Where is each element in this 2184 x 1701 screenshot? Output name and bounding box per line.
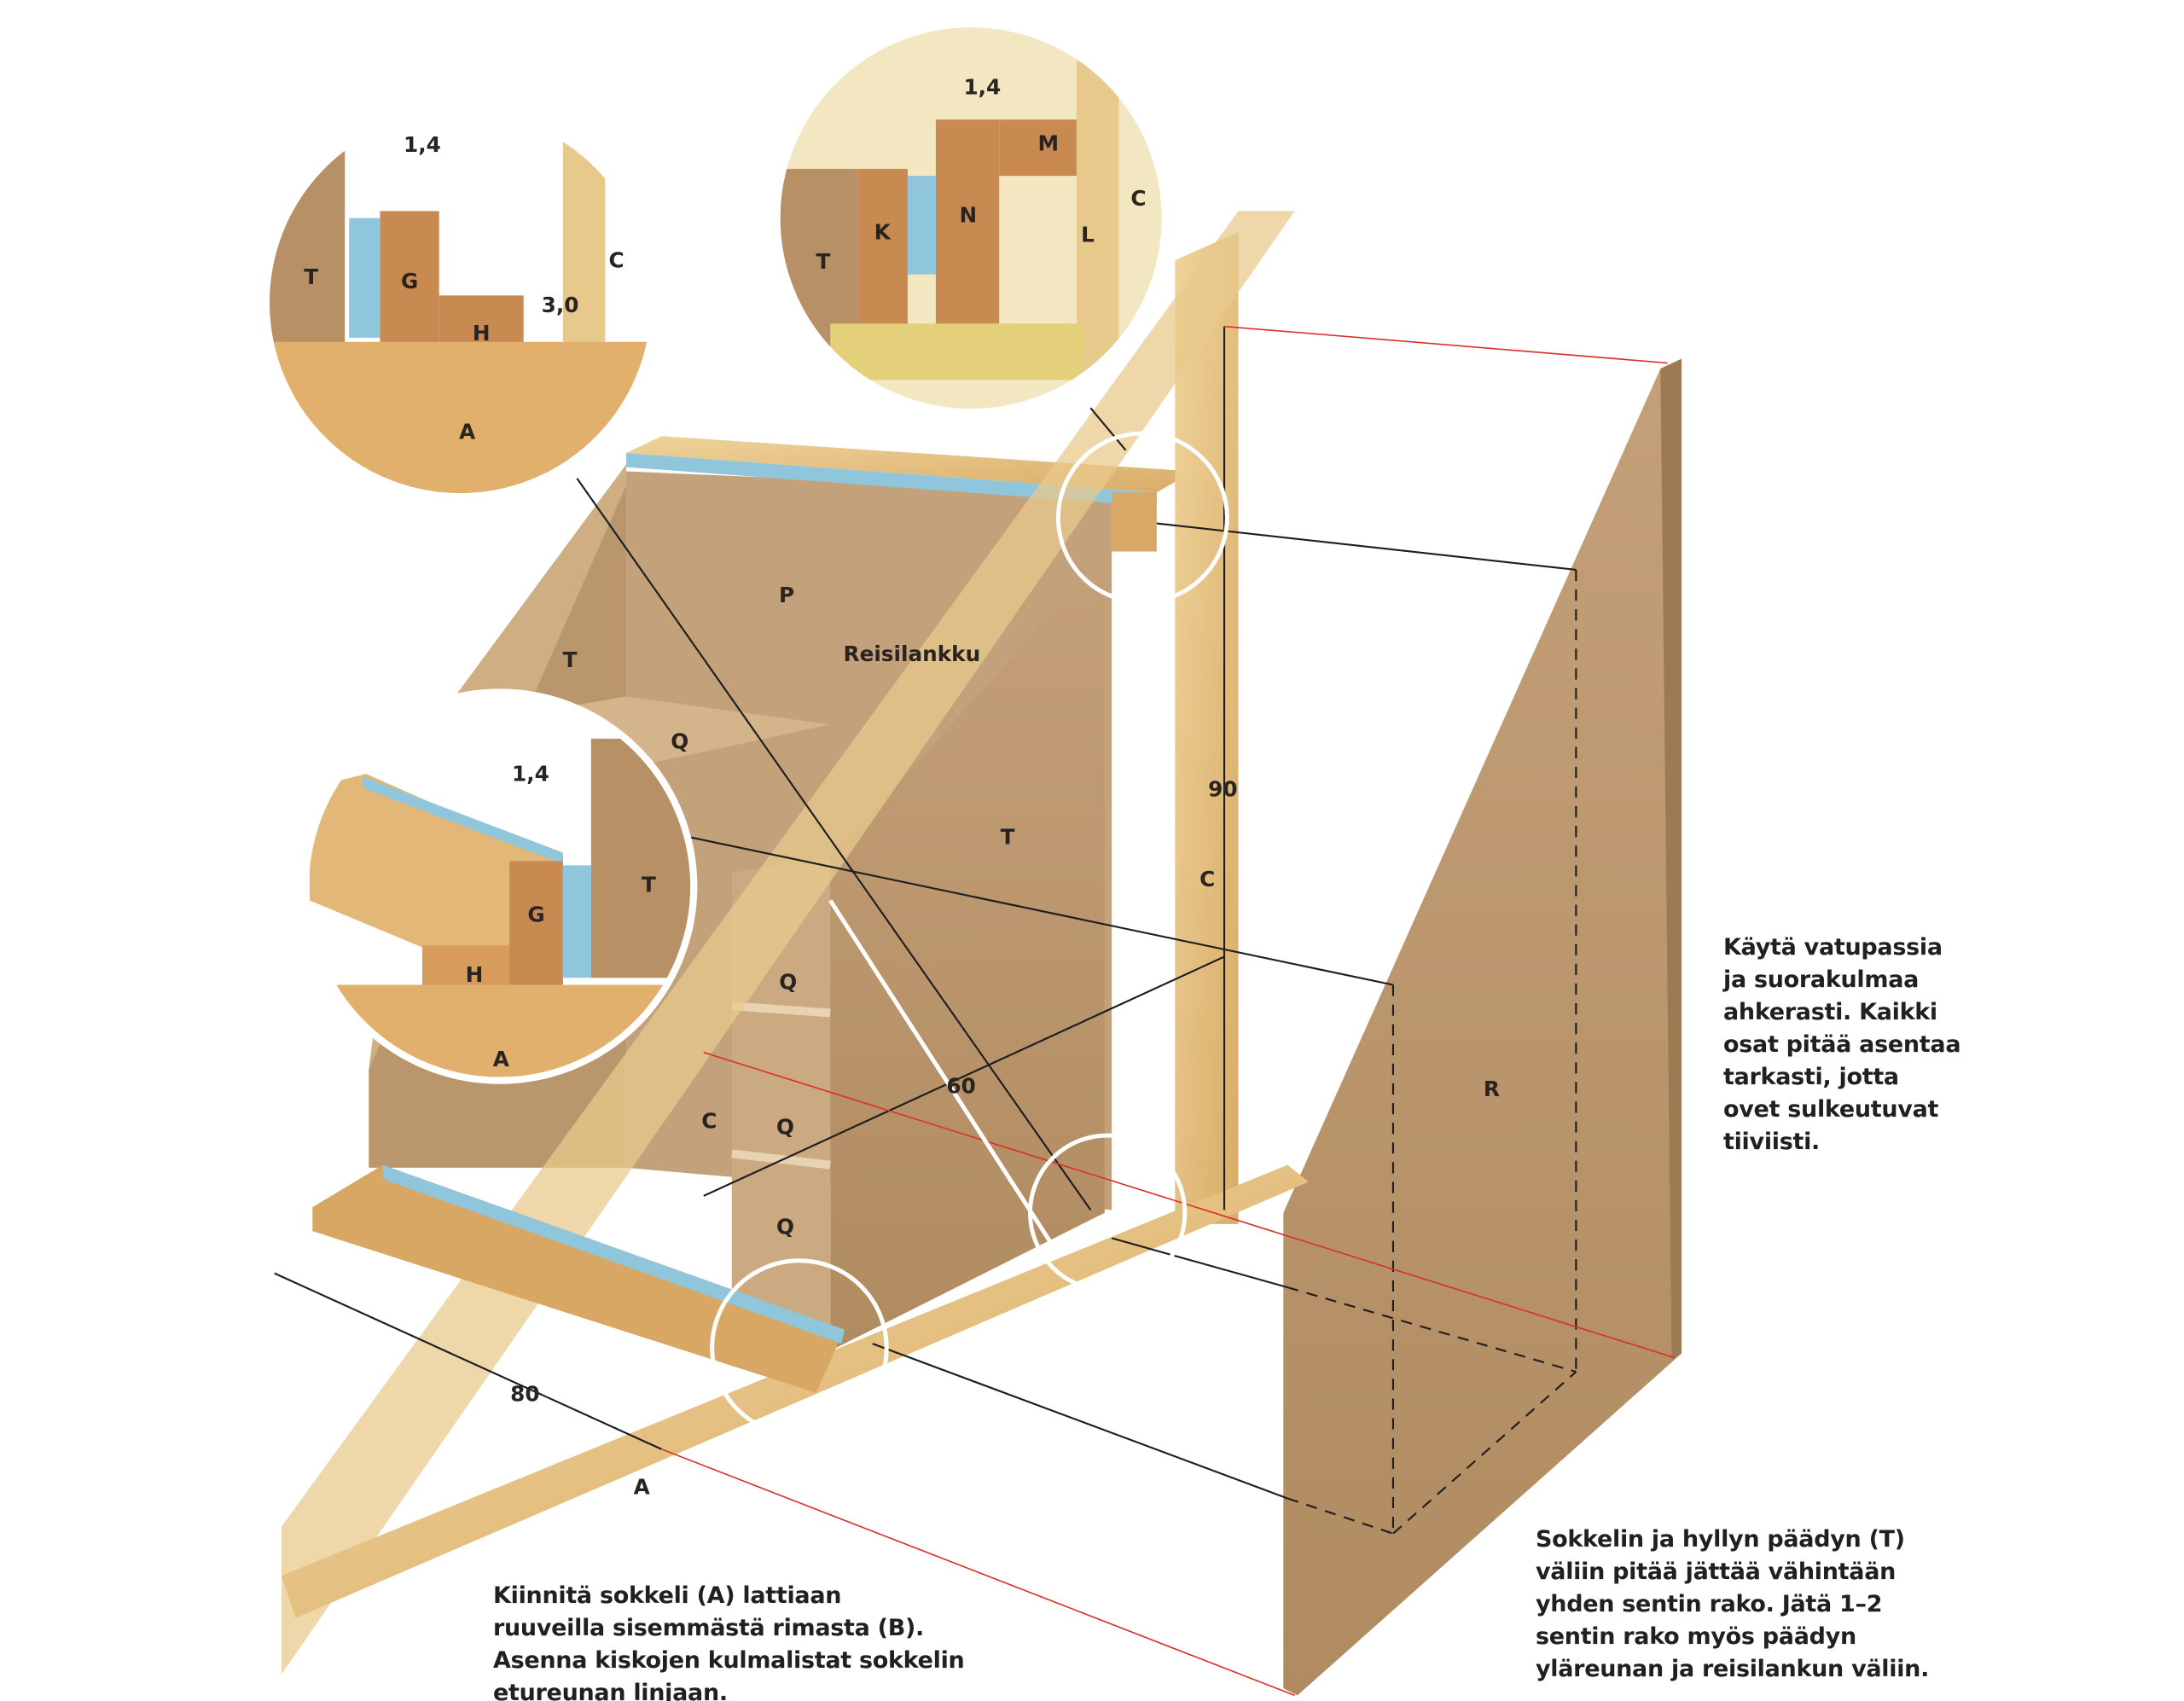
label-dim-90: 90 (1208, 777, 1237, 802)
note-line: yläreunan ja reisilankun väliin. (1536, 1656, 1930, 1682)
svg-text:T: T (816, 249, 831, 274)
label-q: Q (776, 1114, 794, 1139)
svg-text:1,4: 1,4 (963, 75, 1001, 100)
detail-markers (710, 431, 1229, 1437)
label-a: A (634, 1475, 651, 1500)
note-line: sentin rako myös päädyn (1536, 1623, 1856, 1650)
note-line: Kiinnitä sokkeli (A) lattiaan (493, 1582, 842, 1609)
note-line: ahkerasti. Kaikki (1723, 999, 1937, 1025)
note-line: ruuveilla sisemmästä rimasta (B). (493, 1615, 924, 1641)
post-c (1175, 232, 1239, 1224)
label-q: Q (779, 969, 797, 994)
label-c-post: C (1199, 867, 1215, 891)
label-t: T (1001, 825, 1015, 850)
note-line: väliin pitää jättää vähintään (1536, 1559, 1896, 1585)
svg-text:C: C (608, 247, 624, 272)
note-line: Käytä vatupassia (1723, 934, 1943, 961)
note-line: osat pitää asentaa (1723, 1031, 1961, 1058)
svg-text:A: A (493, 1047, 510, 1071)
svg-text:C: C (1130, 186, 1146, 211)
note-line: tarkasti, jotta (1723, 1064, 1899, 1090)
label-dim-60: 60 (946, 1074, 975, 1099)
note-line: Asenna kiskojen kulmalistat sokkelin (493, 1647, 965, 1674)
note-line: ovet sulkeutuvat (1723, 1096, 1939, 1123)
note-bottom-left: Kiinnitä sokkeli (A) lattiaan ruuveilla … (493, 1580, 965, 1701)
plinth-a (282, 1164, 1309, 1618)
note-right: Käytä vatupassia ja suorakulmaa ahkerast… (1723, 932, 1961, 1158)
note-line: ja suorakulmaa (1723, 967, 1920, 993)
svg-text:1,4: 1,4 (404, 132, 441, 157)
label-dim-80: 80 (510, 1382, 539, 1407)
note-line: Sokkelin ja hyllyn päädyn (T) (1536, 1526, 1905, 1553)
label-q: Q (776, 1214, 794, 1239)
label-c-front: C (701, 1109, 717, 1134)
note-bottom-right: Sokkelin ja hyllyn päädyn (T) väliin pit… (1536, 1524, 1929, 1686)
svg-text:1,4: 1,4 (512, 761, 549, 786)
svg-text:A: A (459, 420, 476, 444)
svg-text:K: K (874, 219, 892, 244)
label-reisilankku: Reisilankku (844, 642, 981, 666)
svg-text:H: H (466, 962, 484, 987)
label-t-left: T (563, 647, 578, 672)
svg-text:L: L (1081, 223, 1095, 247)
svg-text:3,0: 3,0 (542, 293, 579, 317)
svg-text:G: G (527, 902, 544, 926)
detail-top-left: 1,4 T G H 3,0 C A (262, 104, 659, 501)
note-line: tiiviisti. (1723, 1129, 1821, 1155)
reisilankku-board (282, 211, 1295, 1675)
detail-top-right: 1,4 M C N K L T (773, 20, 1169, 416)
svg-text:T: T (304, 264, 318, 289)
note-line: etureunan linjaan. (493, 1680, 728, 1701)
svg-text:T: T (642, 873, 656, 897)
svg-text:N: N (960, 203, 978, 228)
label-p: P (779, 583, 794, 607)
note-line: yhden sentin rako. Jätä 1–2 (1536, 1591, 1883, 1617)
svg-text:H: H (473, 321, 491, 345)
label-q: Q (671, 729, 688, 753)
red-guide-lines (661, 325, 1676, 1697)
svg-text:G: G (401, 269, 418, 293)
label-r: R (1484, 1077, 1500, 1101)
svg-text:M: M (1038, 131, 1060, 155)
side-panel-t (830, 555, 1105, 1351)
end-panel-r (1283, 358, 1682, 1696)
